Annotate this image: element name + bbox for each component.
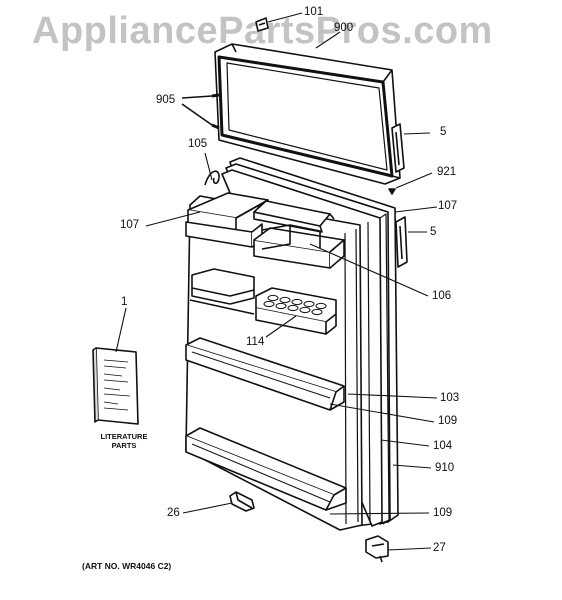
literature-caption-line-1: LITERATURE [100,432,148,441]
label-1: 1 [121,296,128,308]
art-number: (ART NO. WR4046 C2) [82,561,172,571]
label-109-mid: 109 [438,415,458,427]
part-27-bottom-hinge [365,535,389,563]
label-910: 910 [435,462,455,474]
label-921: 921 [437,166,457,178]
part-109-shelf-bottom [185,427,347,511]
watermark: AppliancePartsPros.com [32,10,493,52]
label-5-top: 5 [440,126,447,138]
left-mid-shelf [189,268,255,315]
label-109-bottom: 109 [433,507,453,519]
label-114: 114 [246,336,265,348]
label-5-mid: 5 [430,226,437,238]
part-114-egg-tray [255,287,337,335]
literature-caption-line-2: PARTS [111,441,137,450]
label-107-left: 107 [120,219,140,231]
label-106: 106 [432,290,452,302]
label-900: 900 [334,22,354,34]
label-105: 105 [188,138,208,150]
label-107-right: 107 [438,200,458,212]
part-905-screws [181,93,220,130]
freezer-door [214,43,401,185]
part-1-literature-booklet [92,347,139,425]
part-109-shelf-middle [185,337,345,411]
label-27: 27 [433,542,446,554]
literature-caption: LITERATURE PARTS [94,432,154,450]
label-26: 26 [167,507,180,519]
label-103: 103 [440,392,460,404]
part-101-clip [255,17,269,32]
part-106-upper-shelf [185,221,345,269]
part-921-screw [388,188,396,195]
leader-lines [115,12,438,551]
label-101: 101 [304,6,324,18]
part-26-hinge-pin [229,491,255,512]
label-905: 905 [156,94,176,106]
part-5-handle-top [391,123,405,173]
label-104: 104 [433,440,453,452]
part-5-handle-mid [395,216,408,268]
